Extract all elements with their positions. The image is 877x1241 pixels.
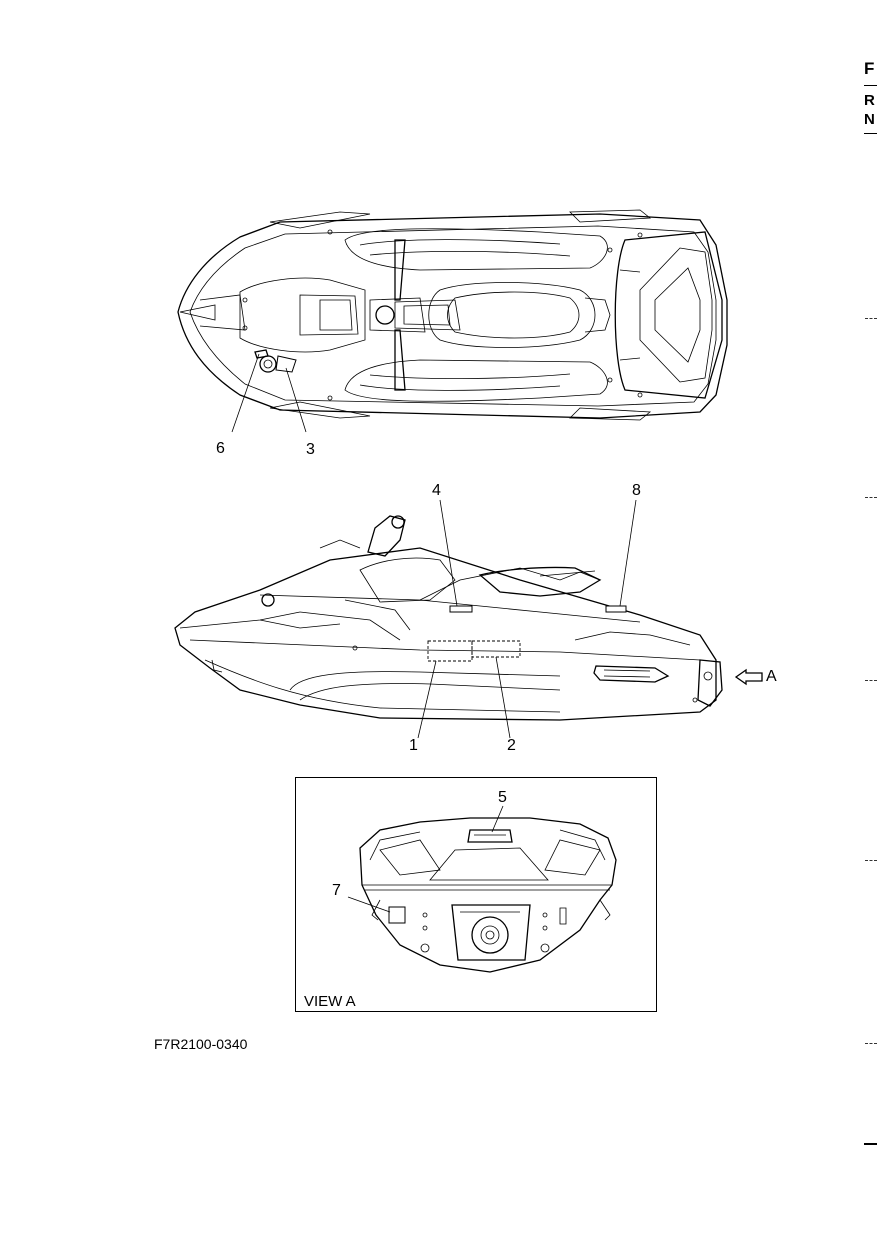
margin-dash [865, 680, 877, 681]
callout-3: 3 [306, 441, 315, 458]
side-tab-rule [864, 85, 877, 86]
callout-6: 6 [216, 440, 225, 457]
view-a-frame [295, 777, 657, 1012]
side-tab-rule [864, 133, 877, 134]
view-a-label: VIEW A [304, 993, 356, 1010]
side-tab-letter-r: R [864, 92, 875, 109]
callout-2: 2 [507, 737, 516, 754]
callout-8: 8 [632, 482, 641, 499]
callout-1: 1 [409, 737, 418, 754]
margin-dash [865, 1043, 877, 1044]
figure-code: F7R2100-0340 [154, 1036, 248, 1052]
margin-dash [865, 318, 877, 319]
margin-dash [865, 497, 877, 498]
callout-4: 4 [432, 482, 441, 499]
side-tab-letter-f: F [864, 59, 875, 78]
side-tab-letter-n: N [864, 111, 875, 128]
callout-5: 5 [498, 789, 507, 806]
view-arrow-label: A [766, 668, 777, 685]
margin-dash [865, 860, 877, 861]
margin-rule [864, 1143, 877, 1145]
callout-7: 7 [332, 882, 341, 899]
